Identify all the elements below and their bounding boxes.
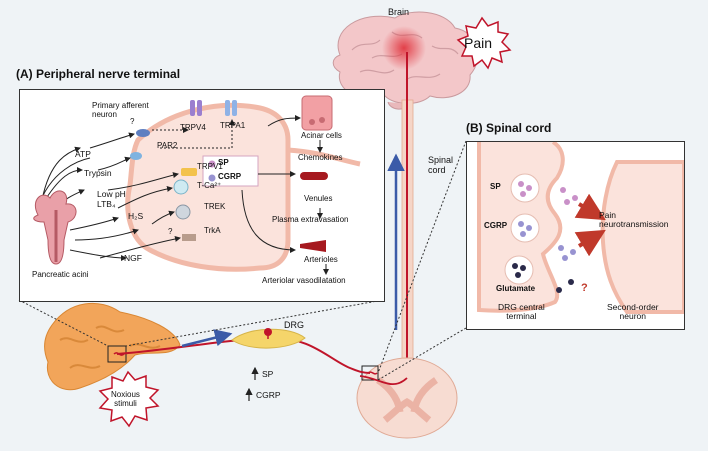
stimulus-trypsin: Trypsin	[84, 168, 112, 178]
panel-b-title: (B) Spinal cord	[466, 121, 552, 135]
acinar-label: Acinar cells	[301, 131, 342, 140]
stimulus-ltb4: LTB₄	[97, 199, 116, 209]
release-arrow	[574, 193, 606, 221]
chemokines-label: Chemokines	[298, 153, 343, 162]
trpv4-channel	[190, 100, 202, 116]
cgrp-vesicle	[510, 213, 540, 243]
pain-label: Pain	[464, 35, 493, 51]
panel-b-cgrp-label: CGRP	[484, 221, 508, 230]
trpa1-channel	[225, 100, 237, 116]
stimulus-ngf: NGF	[124, 253, 142, 263]
trpv4-label: TRPV4	[180, 123, 206, 132]
dotted-connector	[125, 299, 384, 347]
pain-starburst	[456, 16, 512, 70]
par2-receptor	[136, 129, 150, 137]
trek-label: TREK	[204, 202, 226, 211]
question-mark: ?	[168, 227, 173, 236]
channel-blue	[130, 152, 142, 160]
trek-channel	[175, 204, 191, 220]
sp-up-label: SP	[262, 369, 274, 379]
plasma-label: Plasma extravasation	[272, 215, 349, 224]
cgrp-up-label: CGRP	[256, 390, 281, 400]
second-order-label: Second-order neuron	[607, 302, 659, 322]
trpa1-label: TRPA1	[220, 121, 246, 130]
venules-label: Venules	[304, 194, 333, 203]
panel-a-title: (A) Peripheral nerve terminal	[16, 67, 181, 81]
panel-b-sp-label: SP	[490, 182, 501, 191]
noxious-starburst	[98, 370, 160, 428]
panel-b-svg	[477, 142, 684, 314]
primary-afferent-label: Primary afferent neuron	[92, 101, 149, 119]
arteriole	[300, 240, 326, 252]
acinar-cell	[301, 95, 333, 131]
arterioles-label: Arterioles	[304, 255, 338, 264]
noxious-label: Noxious stimuli	[111, 390, 140, 408]
dotted-connector	[377, 327, 467, 381]
blue-arrow-to-drg	[181, 329, 233, 348]
stimulus-h2s: H₂S	[128, 211, 144, 221]
pain-neurotransmission-label: Pain neurotransmission	[599, 210, 669, 230]
trpv1-label: TRPV1	[197, 162, 223, 171]
question-mark: ?	[130, 117, 135, 126]
t-ca-label: T-Ca²⁺	[197, 181, 222, 190]
glutamate-vesicle	[504, 255, 534, 285]
drg-terminal-label: DRG central terminal	[498, 302, 545, 322]
pancreatic-acini-label: Pancreatic acini	[32, 270, 89, 279]
spinal-cord-label: Spinal cord	[428, 155, 454, 175]
stimulus-low-ph: Low pH	[97, 189, 126, 199]
trpv1-channel	[181, 168, 197, 176]
release-arrow	[574, 229, 606, 257]
dotted-connector	[18, 299, 109, 347]
brain-illustration	[332, 11, 479, 110]
dotted-connector	[377, 140, 467, 374]
brain-label: Brain	[388, 7, 410, 17]
trka-label: TrkA	[204, 226, 221, 235]
venule	[300, 172, 328, 180]
panel-b-question: ?	[581, 282, 588, 294]
legend-sp: SP	[218, 158, 229, 167]
vasodilatation-label: Arteriolar vasodilatation	[262, 276, 346, 285]
sp-vesicle	[510, 173, 540, 203]
trka-receptor	[182, 234, 196, 241]
stimulus-atp: ATP	[75, 149, 91, 159]
panel-a-svg	[33, 95, 361, 275]
drg-label: DRG	[284, 320, 304, 330]
par2-label: PAR2	[157, 141, 178, 150]
panel-b-glutamate-label: Glutamate	[496, 284, 536, 293]
panel-a	[19, 89, 385, 302]
panel-b	[466, 141, 685, 330]
pancreatic-acini-illustration	[33, 190, 77, 265]
legend-cgrp: CGRP	[218, 172, 242, 181]
spinal-cross-section	[356, 357, 458, 439]
t-ca-channel	[173, 179, 189, 195]
